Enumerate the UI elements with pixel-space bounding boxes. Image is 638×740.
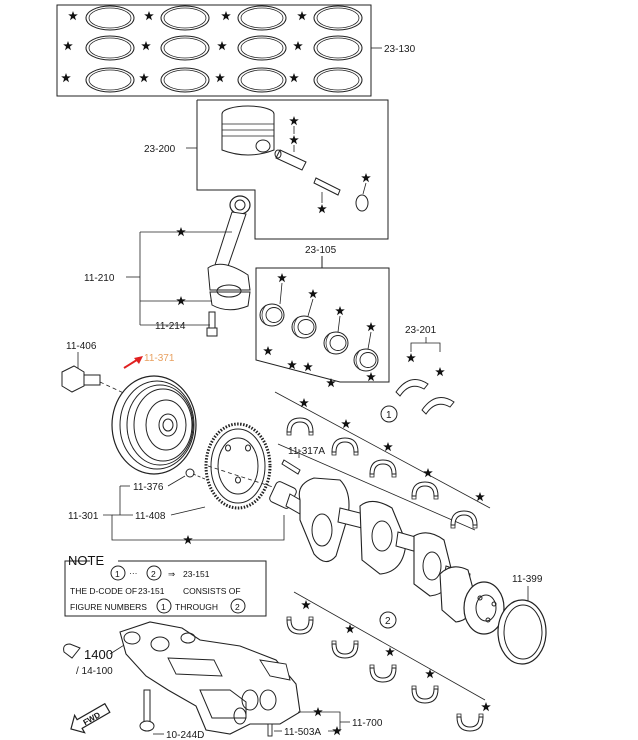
reluctor-group: 11-376 11-408 11-301 xyxy=(68,422,285,545)
label-reluctor-bolt[interactable]: 11-376 xyxy=(133,482,164,493)
label-oil-pump-bolt[interactable]: 10-244D xyxy=(166,730,204,740)
label-thrust-washers[interactable]: 23-201 xyxy=(405,325,437,336)
oil-pump-ref-group: 1400 / 14-100 xyxy=(63,639,133,677)
bearing-shell-set[interactable] xyxy=(259,303,379,372)
label-pump-assy[interactable]: 11-700 xyxy=(352,718,383,729)
rear-seal-group: 11-399 xyxy=(497,574,547,665)
key-group: 11-317A xyxy=(281,446,325,475)
svg-text:1: 1 xyxy=(115,569,120,579)
woodruff-key[interactable] xyxy=(281,459,301,475)
svg-text:2: 2 xyxy=(151,569,156,579)
connecting-rod-group: 11-210 11-214 xyxy=(84,195,251,337)
rear-oil-seal[interactable] xyxy=(497,599,547,665)
svg-text:1: 1 xyxy=(161,602,166,612)
label-connecting-rod[interactable]: 11-210 xyxy=(84,273,115,284)
svg-text:FIGURE NUMBERS: FIGURE NUMBERS xyxy=(70,602,147,612)
crank-pulley[interactable] xyxy=(111,375,197,475)
label-rod-bolt[interactable]: 11-214 xyxy=(155,321,186,332)
piston-rings-group: 23-130 xyxy=(56,4,416,97)
label-reluctor-plate[interactable]: 11-408 xyxy=(135,511,166,522)
piston-rings-frame xyxy=(56,4,372,97)
main-bearings-frame xyxy=(255,256,390,383)
piston-pin[interactable] xyxy=(274,149,307,171)
bearing-position-leaders: 1 2 xyxy=(274,391,491,701)
snap-ring[interactable] xyxy=(355,194,369,212)
svg-text:THROUGH: THROUGH xyxy=(175,602,218,612)
oil-pump-bolt[interactable] xyxy=(139,689,155,732)
label-pump-part[interactable]: 11-503A xyxy=(284,727,321,738)
connecting-rod[interactable] xyxy=(207,195,251,311)
label-oil-pump-sub[interactable]: / 14-100 xyxy=(76,666,113,677)
svg-text:⇒: ⇒ xyxy=(168,569,176,579)
label-pulley[interactable]: 11-371 xyxy=(144,353,175,364)
circle-callout-2: 2 xyxy=(379,611,397,629)
rod-bolt[interactable] xyxy=(206,311,218,337)
svg-text:THE D-CODE OF: THE D-CODE OF xyxy=(70,586,137,596)
reluctor-bolt[interactable] xyxy=(185,468,206,480)
oil-pump-assembly[interactable] xyxy=(119,621,301,735)
svg-text:1: 1 xyxy=(386,410,392,421)
pump-part-group: 11-503A 11-700 xyxy=(267,707,383,738)
piston-frame xyxy=(196,99,389,240)
crankshaft[interactable] xyxy=(268,477,505,635)
svg-text:2: 2 xyxy=(385,616,391,627)
label-piston[interactable]: 23-200 xyxy=(144,144,176,155)
main-bearings-group: 23-105 xyxy=(255,245,390,388)
note-ref-2: 23-151 xyxy=(138,586,165,596)
circle-callout-1: 1 xyxy=(380,405,398,423)
label-rear-seal[interactable]: 11-399 xyxy=(512,574,543,585)
fwd-arrow-icon: FWD xyxy=(70,702,111,734)
label-crank-assy[interactable]: 11-301 xyxy=(68,511,99,522)
label-oil-pump-ref[interactable]: 1400 xyxy=(84,647,113,662)
star-markers xyxy=(406,353,445,377)
svg-text:···: ··· xyxy=(129,568,138,578)
piston[interactable] xyxy=(221,105,275,156)
label-key[interactable]: 11-317A xyxy=(288,446,325,457)
pulley-group: 11-406 11-371 xyxy=(61,341,197,475)
hand-pointer-icon xyxy=(63,643,81,659)
star-markers xyxy=(176,227,186,306)
thrust-washer-upper[interactable] xyxy=(395,379,429,397)
reluctor-ring[interactable] xyxy=(204,422,272,510)
label-piston-rings[interactable]: 23-130 xyxy=(384,44,416,55)
pin-clip[interactable] xyxy=(313,177,341,196)
svg-text:2: 2 xyxy=(235,602,240,612)
thrust-washer-lower[interactable] xyxy=(421,397,455,415)
thrust-washers-group: 23-201 xyxy=(395,325,455,415)
note-title: NOTE xyxy=(68,553,104,568)
note-box: NOTE 1 ··· 2 ⇒ 23-151 THE D-CODE OF 23-1… xyxy=(64,553,267,617)
note-ref-1: 23-151 xyxy=(183,569,210,579)
pulley-bolt[interactable] xyxy=(61,365,101,393)
star-markers xyxy=(263,273,376,388)
svg-text:CONSISTS OF: CONSISTS OF xyxy=(183,586,241,596)
label-pulley-bolt[interactable]: 11-406 xyxy=(66,341,97,352)
dowel-pin[interactable] xyxy=(267,723,273,737)
piston-group: 23-200 xyxy=(144,99,389,240)
label-main-bearings[interactable]: 23-105 xyxy=(305,245,337,256)
